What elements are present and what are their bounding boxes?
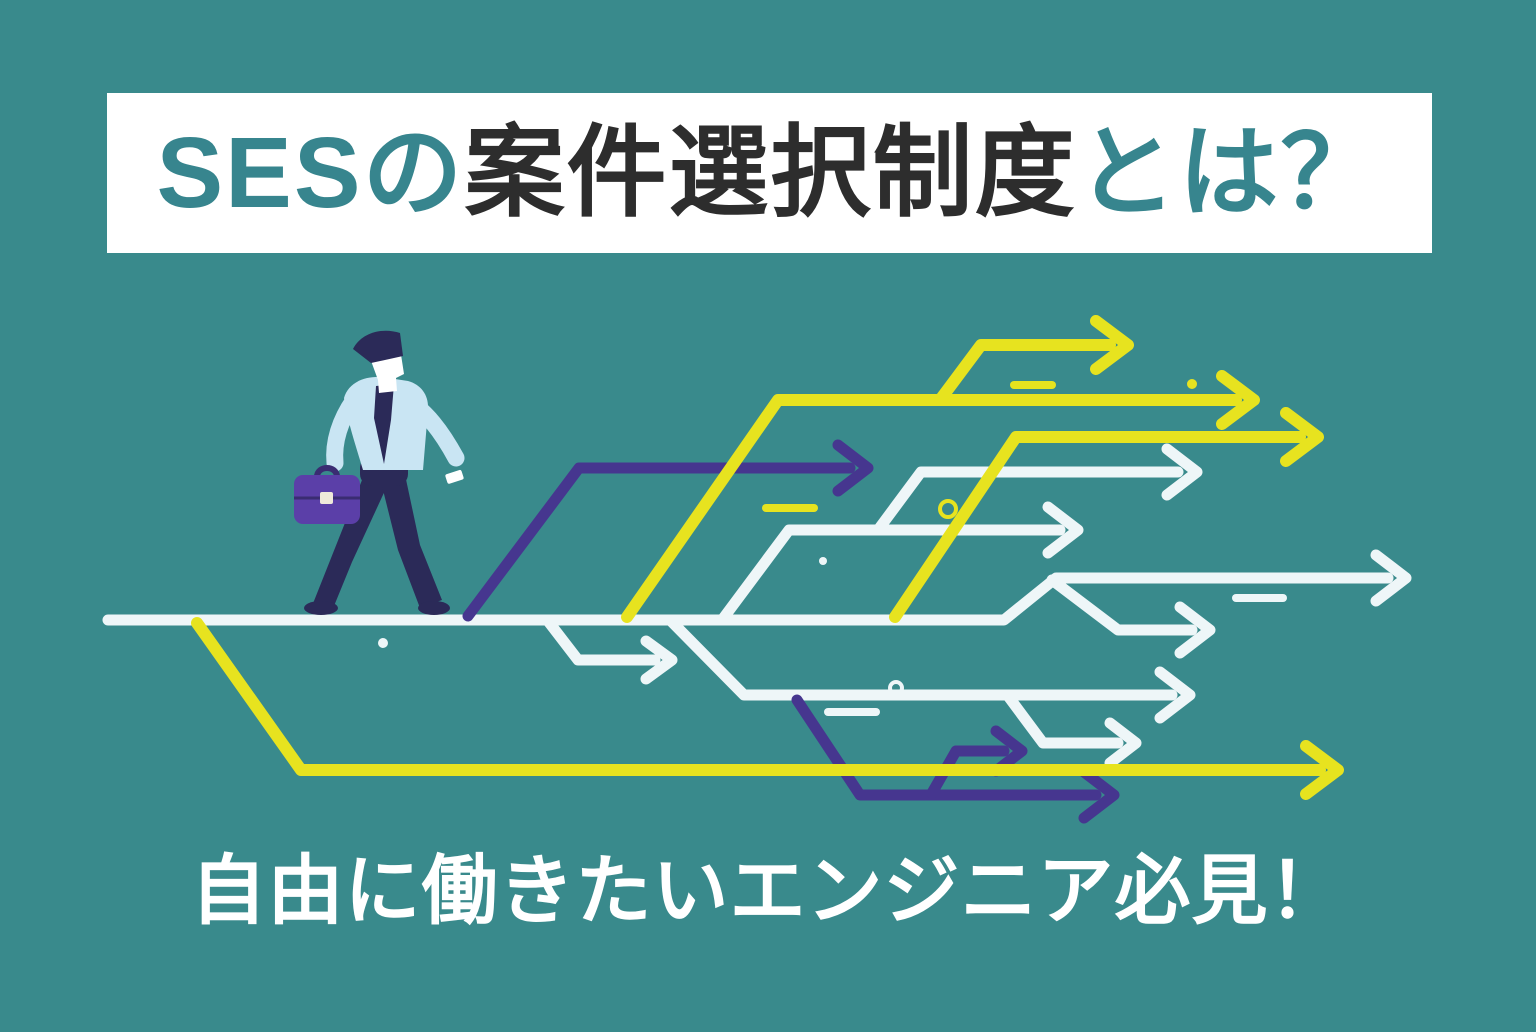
person-front-shoe — [418, 601, 450, 615]
arrow-network — [102, 315, 1412, 824]
title-segment-main: 案件選択制度 — [464, 117, 1077, 229]
person-tie — [374, 384, 394, 464]
briefcase-handle — [314, 465, 340, 478]
person-left-arm — [326, 391, 363, 472]
purple-arrows — [462, 439, 1120, 824]
subtitle-text: 自由に働きたいエンジニア必見！ — [190, 849, 1346, 934]
briefcase-clasp — [320, 492, 333, 504]
person-hair — [353, 330, 403, 363]
person-front-leg — [381, 470, 442, 608]
white-lines — [102, 443, 1412, 769]
title-segment-ses: SESの — [156, 117, 465, 229]
walking-engineer — [294, 330, 465, 615]
page-title: SESの案件選択制度とは？ — [156, 123, 1382, 223]
paper-in-hand — [445, 469, 464, 484]
yellow-arrows — [191, 315, 1344, 800]
person-back-shoe — [304, 601, 338, 615]
title-segment-towa: とは？ — [1076, 117, 1383, 229]
title-banner: SESの案件選択制度とは？ — [107, 93, 1432, 253]
person-right-arm — [391, 387, 465, 467]
person-back-leg — [312, 470, 388, 606]
